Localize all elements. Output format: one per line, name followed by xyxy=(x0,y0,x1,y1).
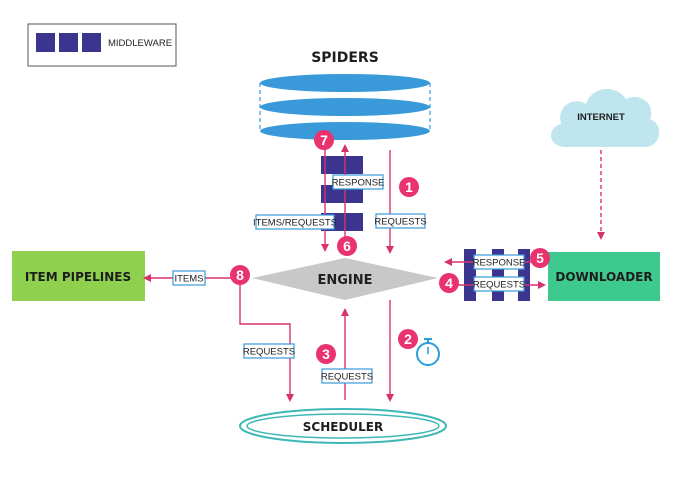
spiders-title: SPIDERS xyxy=(311,50,379,66)
step-number: 7 xyxy=(320,132,328,148)
step-badge xyxy=(530,248,550,268)
step-badge xyxy=(314,130,334,150)
response-spider-label: RESPONSE xyxy=(332,178,385,189)
label-box xyxy=(321,368,373,384)
step-number: 2 xyxy=(404,331,412,347)
downloader-node: DOWNLOADER xyxy=(548,252,660,301)
label-box xyxy=(473,254,525,270)
items-label: ITEMS xyxy=(174,274,203,285)
label-box xyxy=(375,213,426,229)
label-box xyxy=(243,343,295,359)
engine-node: ENGINE xyxy=(252,258,438,300)
engine-title: ENGINE xyxy=(317,273,372,288)
step-badge xyxy=(230,265,250,285)
item-pipelines-box xyxy=(12,251,145,301)
legend: MIDDLEWARE xyxy=(27,23,177,67)
spiders-node: SPIDERS xyxy=(259,50,431,140)
step-number: 3 xyxy=(322,346,330,362)
step-number: 6 xyxy=(343,238,351,254)
requests-scheduler-label: REQUESTS xyxy=(321,372,373,383)
item-pipelines-node: ITEM PIPELINES xyxy=(12,251,145,301)
middleware-block xyxy=(321,156,363,174)
requests-pipeline-label: REQUESTS xyxy=(243,347,295,358)
requests-spider-label: REQUESTS xyxy=(374,217,426,228)
middleware-swatch xyxy=(59,33,78,52)
middleware-swatch xyxy=(82,33,101,52)
scheduler-node: SCHEDULER xyxy=(239,408,447,444)
downloader-title: DOWNLOADER xyxy=(555,270,652,284)
internet-node: INTERNET xyxy=(550,88,660,147)
step-badge xyxy=(316,344,336,364)
middleware-swatch xyxy=(36,33,55,52)
step-number: 1 xyxy=(405,179,413,195)
engine-shape xyxy=(252,258,438,300)
step-number: 4 xyxy=(445,275,453,291)
step-number: 5 xyxy=(536,250,544,266)
response-downloader-label: RESPONSE xyxy=(473,258,526,269)
cloud-icon xyxy=(550,88,660,147)
step-number: 8 xyxy=(236,267,244,283)
step-badge xyxy=(398,329,418,349)
requests-downloader-label: REQUESTS xyxy=(473,280,525,291)
flow-labels: RESPONSE ITEMS/REQUESTS REQUESTS ITEMS R… xyxy=(172,174,526,384)
legend-label: MIDDLEWARE xyxy=(108,38,172,49)
scheduler-title: SCHEDULER xyxy=(303,420,383,434)
step-badge xyxy=(337,236,357,256)
spiders-database-icon xyxy=(259,74,431,140)
items-requests-label: ITEMS/REQUESTS xyxy=(253,218,337,229)
step-badge xyxy=(399,177,419,197)
label-box xyxy=(332,174,384,190)
internet-label: INTERNET xyxy=(577,112,625,123)
downloader-box xyxy=(548,252,660,301)
step-badge xyxy=(439,273,459,293)
label-box xyxy=(473,276,525,292)
requests-from-pipeline-arrow xyxy=(239,285,294,402)
step-badges: 1 2 3 4 5 6 7 8 xyxy=(230,130,550,364)
label-box xyxy=(172,270,206,286)
item-pipelines-title: ITEM PIPELINES xyxy=(25,270,131,284)
timer-icon xyxy=(416,338,440,366)
label-box xyxy=(255,214,335,230)
